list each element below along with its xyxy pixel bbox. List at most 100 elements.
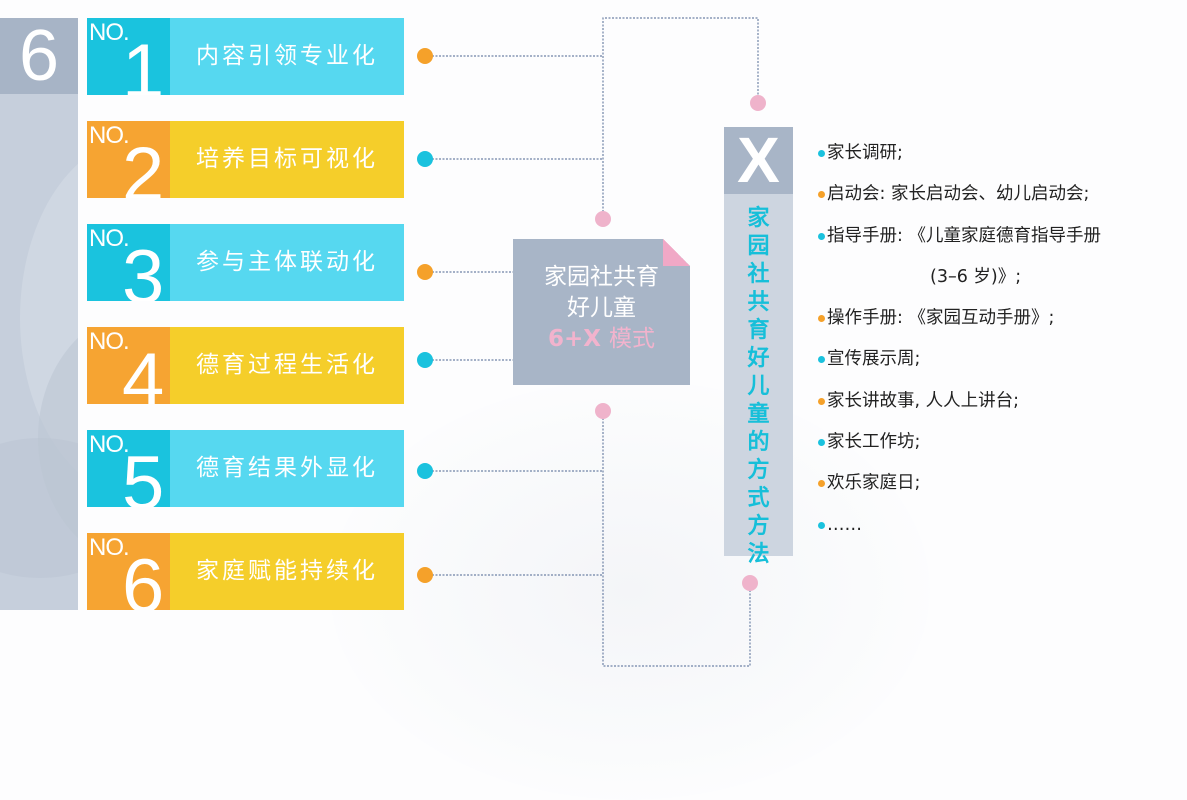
title-char: 家 xyxy=(747,206,770,231)
method-item: 启动会: 家长启动会、幼儿启动会; xyxy=(818,181,1101,222)
method-item: 家长讲故事, 人人上讲台; xyxy=(818,388,1101,429)
title-char: 育 xyxy=(747,318,770,343)
number-block: NO. 6 xyxy=(87,533,170,610)
item-number: 6 xyxy=(122,544,165,611)
bullet-dot-icon xyxy=(818,397,825,405)
item-number: 5 xyxy=(122,441,165,508)
method-text: 家长工作坊; xyxy=(827,432,921,453)
title-char: 法 xyxy=(747,542,770,567)
item-row-1: NO. 1 内容引领专业化 xyxy=(87,18,404,95)
connector-dot-4 xyxy=(417,352,433,368)
item-row-2: NO. 2 培养目标可视化 xyxy=(87,121,404,198)
bullet-dot-icon xyxy=(818,232,825,240)
connector-dot-3 xyxy=(417,264,433,280)
method-text: …… xyxy=(827,514,862,535)
number-block: NO. 2 xyxy=(87,121,170,198)
connector-bracket-bottom xyxy=(602,411,751,667)
title-char: 方 xyxy=(747,458,770,483)
pink-dot-note-top xyxy=(595,211,611,227)
model-label: 模式 xyxy=(609,326,656,352)
decorative-arc xyxy=(0,438,78,578)
method-text: 操作手册: 《家园互动手册》; xyxy=(827,308,1055,329)
item-label: 参与主体联动化 xyxy=(170,224,404,301)
title-char: 共 xyxy=(747,290,770,315)
no-label: NO. xyxy=(89,534,130,561)
method-item: …… xyxy=(818,512,1101,553)
item-label: 内容引领专业化 xyxy=(170,18,404,95)
pink-dot-x-top xyxy=(750,95,766,111)
method-text: 启动会: 家长启动会、幼儿启动会; xyxy=(827,184,1090,205)
item-row-3: NO. 3 参与主体联动化 xyxy=(87,224,404,301)
bullet-dot-icon xyxy=(818,480,825,488)
method-text: 家长调研; xyxy=(827,143,903,163)
note-folded-corner xyxy=(663,239,690,266)
title-char: 方 xyxy=(747,514,770,539)
big-number-six: 6 xyxy=(0,18,78,94)
method-item: 宣传展示周; xyxy=(818,346,1101,387)
note-line-2: 好儿童 xyxy=(567,295,636,321)
pink-dot-x-bottom xyxy=(742,575,758,591)
method-item: 指导手册: 《儿童家庭德育指导手册 xyxy=(818,223,1101,264)
no-label: NO. xyxy=(89,19,130,46)
connector-dot-2 xyxy=(417,151,433,167)
number-block: NO. 3 xyxy=(87,224,170,301)
connector-dot-1 xyxy=(417,48,433,64)
method-text: 指导手册: 《儿童家庭德育指导手册 xyxy=(827,225,1101,246)
bullet-dot-icon xyxy=(818,356,825,364)
no-label: NO. xyxy=(89,122,130,149)
center-note-text: 家园社共育 好儿童 6+X 模式 xyxy=(513,262,690,355)
method-item-continuation: (3–6 岁)》; xyxy=(818,264,1101,305)
item-label: 德育过程生活化 xyxy=(170,327,404,404)
item-row-4: NO. 4 德育过程生活化 xyxy=(87,327,404,404)
title-char: 好 xyxy=(747,346,770,371)
left-column xyxy=(0,18,78,610)
connector-dot-6 xyxy=(417,567,433,583)
methods-list: 家长调研; 启动会: 家长启动会、幼儿启动会; 指导手册: 《儿童家庭德育指导手… xyxy=(818,140,1101,553)
title-char: 的 xyxy=(747,430,770,455)
connector-lines xyxy=(432,17,759,667)
note-line-3: 6+X 模式 xyxy=(513,324,690,355)
no-label: NO. xyxy=(89,431,130,458)
method-item: 家长调研; xyxy=(818,140,1101,181)
x-panel-vertical-title: 家 园 社 共 育 好 儿 童 的 方 式 方 法 xyxy=(724,205,793,569)
title-char: 童 xyxy=(747,402,770,427)
title-char: 儿 xyxy=(747,374,770,399)
title-char: 社 xyxy=(747,262,770,287)
item-row-5: NO. 5 德育结果外显化 xyxy=(87,430,404,507)
bullet-dot-icon xyxy=(818,521,825,529)
item-number: 3 xyxy=(122,235,165,302)
item-label: 培养目标可视化 xyxy=(170,121,404,198)
bullet-dot-icon xyxy=(818,150,825,157)
x-panel xyxy=(724,127,793,556)
number-block: NO. 1 xyxy=(87,18,170,95)
title-char: 园 xyxy=(747,234,770,259)
x-panel-header: X xyxy=(724,127,793,194)
method-item: 欢乐家庭日; xyxy=(818,470,1101,511)
number-block: NO. 4 xyxy=(87,327,170,404)
method-text: 家长讲故事, 人人上讲台; xyxy=(827,390,1020,411)
model-formula: 6+X xyxy=(547,326,601,352)
item-label: 德育结果外显化 xyxy=(170,430,404,507)
note-line-1: 家园社共育 xyxy=(544,264,659,290)
item-label: 家庭赋能持续化 xyxy=(170,533,404,610)
bullet-dot-icon xyxy=(818,315,825,323)
no-label: NO. xyxy=(89,328,130,355)
connector-bracket-top xyxy=(602,17,759,219)
item-number: 1 xyxy=(122,29,165,96)
method-text: (3–6 岁)》; xyxy=(930,266,1022,287)
bullet-dot-icon xyxy=(818,191,825,199)
item-number: 4 xyxy=(122,338,165,405)
center-note-card xyxy=(513,239,690,385)
method-item: 操作手册: 《家园互动手册》; xyxy=(818,305,1101,346)
title-char: 式 xyxy=(747,486,770,511)
pink-dot-note-bottom xyxy=(595,403,611,419)
method-item: 家长工作坊; xyxy=(818,429,1101,470)
no-label: NO. xyxy=(89,225,130,252)
bullet-dot-icon xyxy=(818,439,825,447)
number-block: NO. 5 xyxy=(87,430,170,507)
connector-dot-5 xyxy=(417,463,433,479)
method-text: 欢乐家庭日; xyxy=(827,473,921,494)
item-row-6: NO. 6 家庭赋能持续化 xyxy=(87,533,404,610)
item-number: 2 xyxy=(122,132,165,199)
method-text: 宣传展示周; xyxy=(827,349,921,370)
